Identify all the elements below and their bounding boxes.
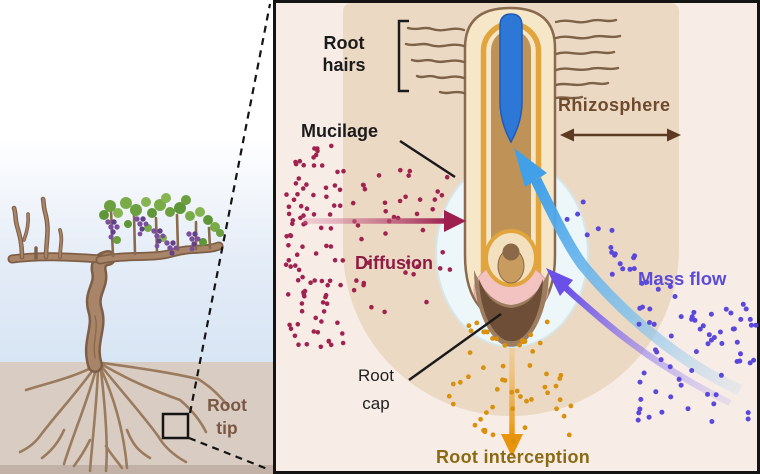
ion-dots-over-layer xyxy=(446,199,759,444)
root-hairs-bracket xyxy=(397,19,409,93)
uptake-arrows xyxy=(303,148,743,457)
rhizosphere-label: Rhizosphere xyxy=(558,95,671,115)
grapevine-illustration xyxy=(7,3,272,473)
massflow-ion-dots-cloud xyxy=(635,301,759,424)
interception-ion-dots-cloud xyxy=(446,349,574,444)
mucilage-pointer-line xyxy=(399,139,456,179)
mass-flow-label: Mass flow xyxy=(638,268,727,289)
diffusion-label: Diffusion xyxy=(355,253,433,273)
diffusion-ion-dots-sparse xyxy=(350,167,453,315)
massflow-ion-dots-band xyxy=(564,199,723,355)
zoom-projection-lines xyxy=(188,3,272,472)
interception-ion-dots-ring xyxy=(466,319,550,348)
plant-overview-panel xyxy=(0,0,273,474)
root-cap-label: Root cap xyxy=(358,366,394,413)
root-cap-inner xyxy=(479,279,543,342)
root-tip-zoom-box xyxy=(161,412,190,440)
rhizosphere-extent-arrow xyxy=(560,128,681,142)
mass-flow-purple-arrow xyxy=(546,268,732,406)
grape-clusters xyxy=(105,216,201,256)
vine-canes xyxy=(11,196,64,260)
diffusion-arrow xyxy=(303,210,466,232)
ion-dots-under-layer xyxy=(283,143,453,350)
root-quiescent-center xyxy=(502,243,520,261)
root-tip-label: Root tip xyxy=(207,395,247,438)
mass-flow-blue-arrow xyxy=(514,148,743,396)
vine-leaves xyxy=(99,193,224,246)
root-cap-pointer-line xyxy=(408,312,502,382)
root-hairs xyxy=(404,18,622,100)
root-xylem xyxy=(499,13,523,144)
soil-bottom-strip xyxy=(0,465,273,474)
diffusion-ion-dots-dense xyxy=(283,143,346,350)
vine-trunk xyxy=(7,241,224,373)
root-hairs-label: Root hairs xyxy=(322,33,366,75)
sky-background xyxy=(0,0,273,362)
root-interception-label: Root interception xyxy=(436,447,591,467)
mucilage-label: Mucilage xyxy=(301,121,379,141)
